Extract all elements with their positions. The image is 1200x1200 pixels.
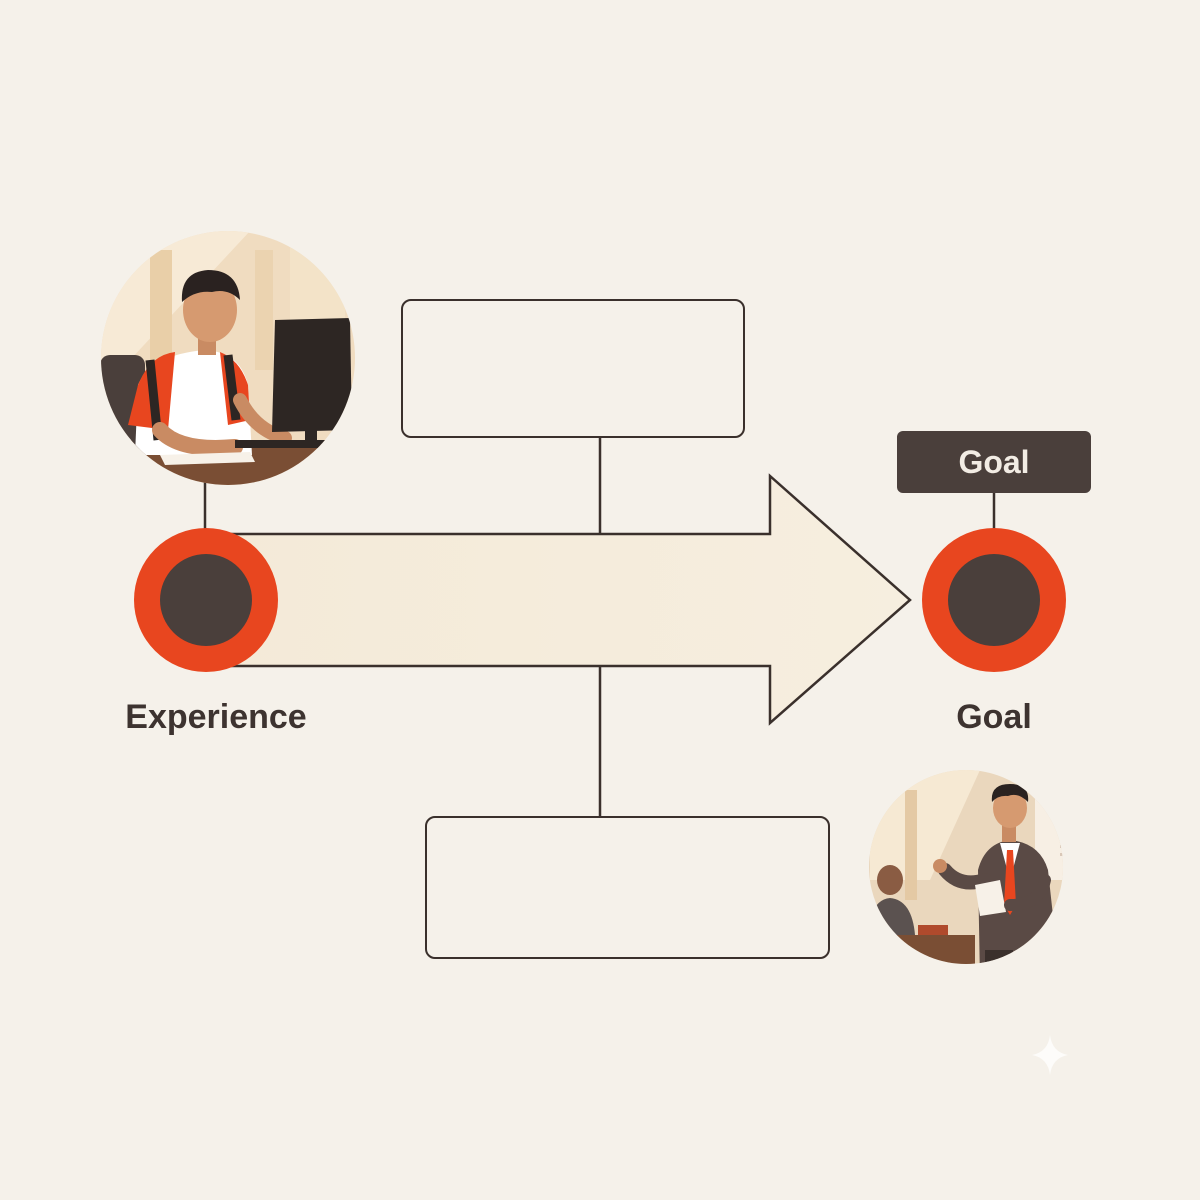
bottom-text-box[interactable] bbox=[425, 816, 830, 959]
presenter-illustration bbox=[869, 770, 1063, 964]
progress-arrow bbox=[203, 473, 912, 726]
student-illustration bbox=[101, 231, 355, 485]
goal-node bbox=[922, 528, 1066, 672]
end-label: Goal bbox=[956, 698, 1032, 736]
start-node bbox=[134, 528, 278, 672]
start-label: Experience bbox=[125, 698, 307, 736]
goal-tag: Goal bbox=[897, 431, 1091, 493]
top-text-box[interactable] bbox=[401, 299, 745, 438]
sparkle-icon bbox=[1032, 1035, 1068, 1075]
